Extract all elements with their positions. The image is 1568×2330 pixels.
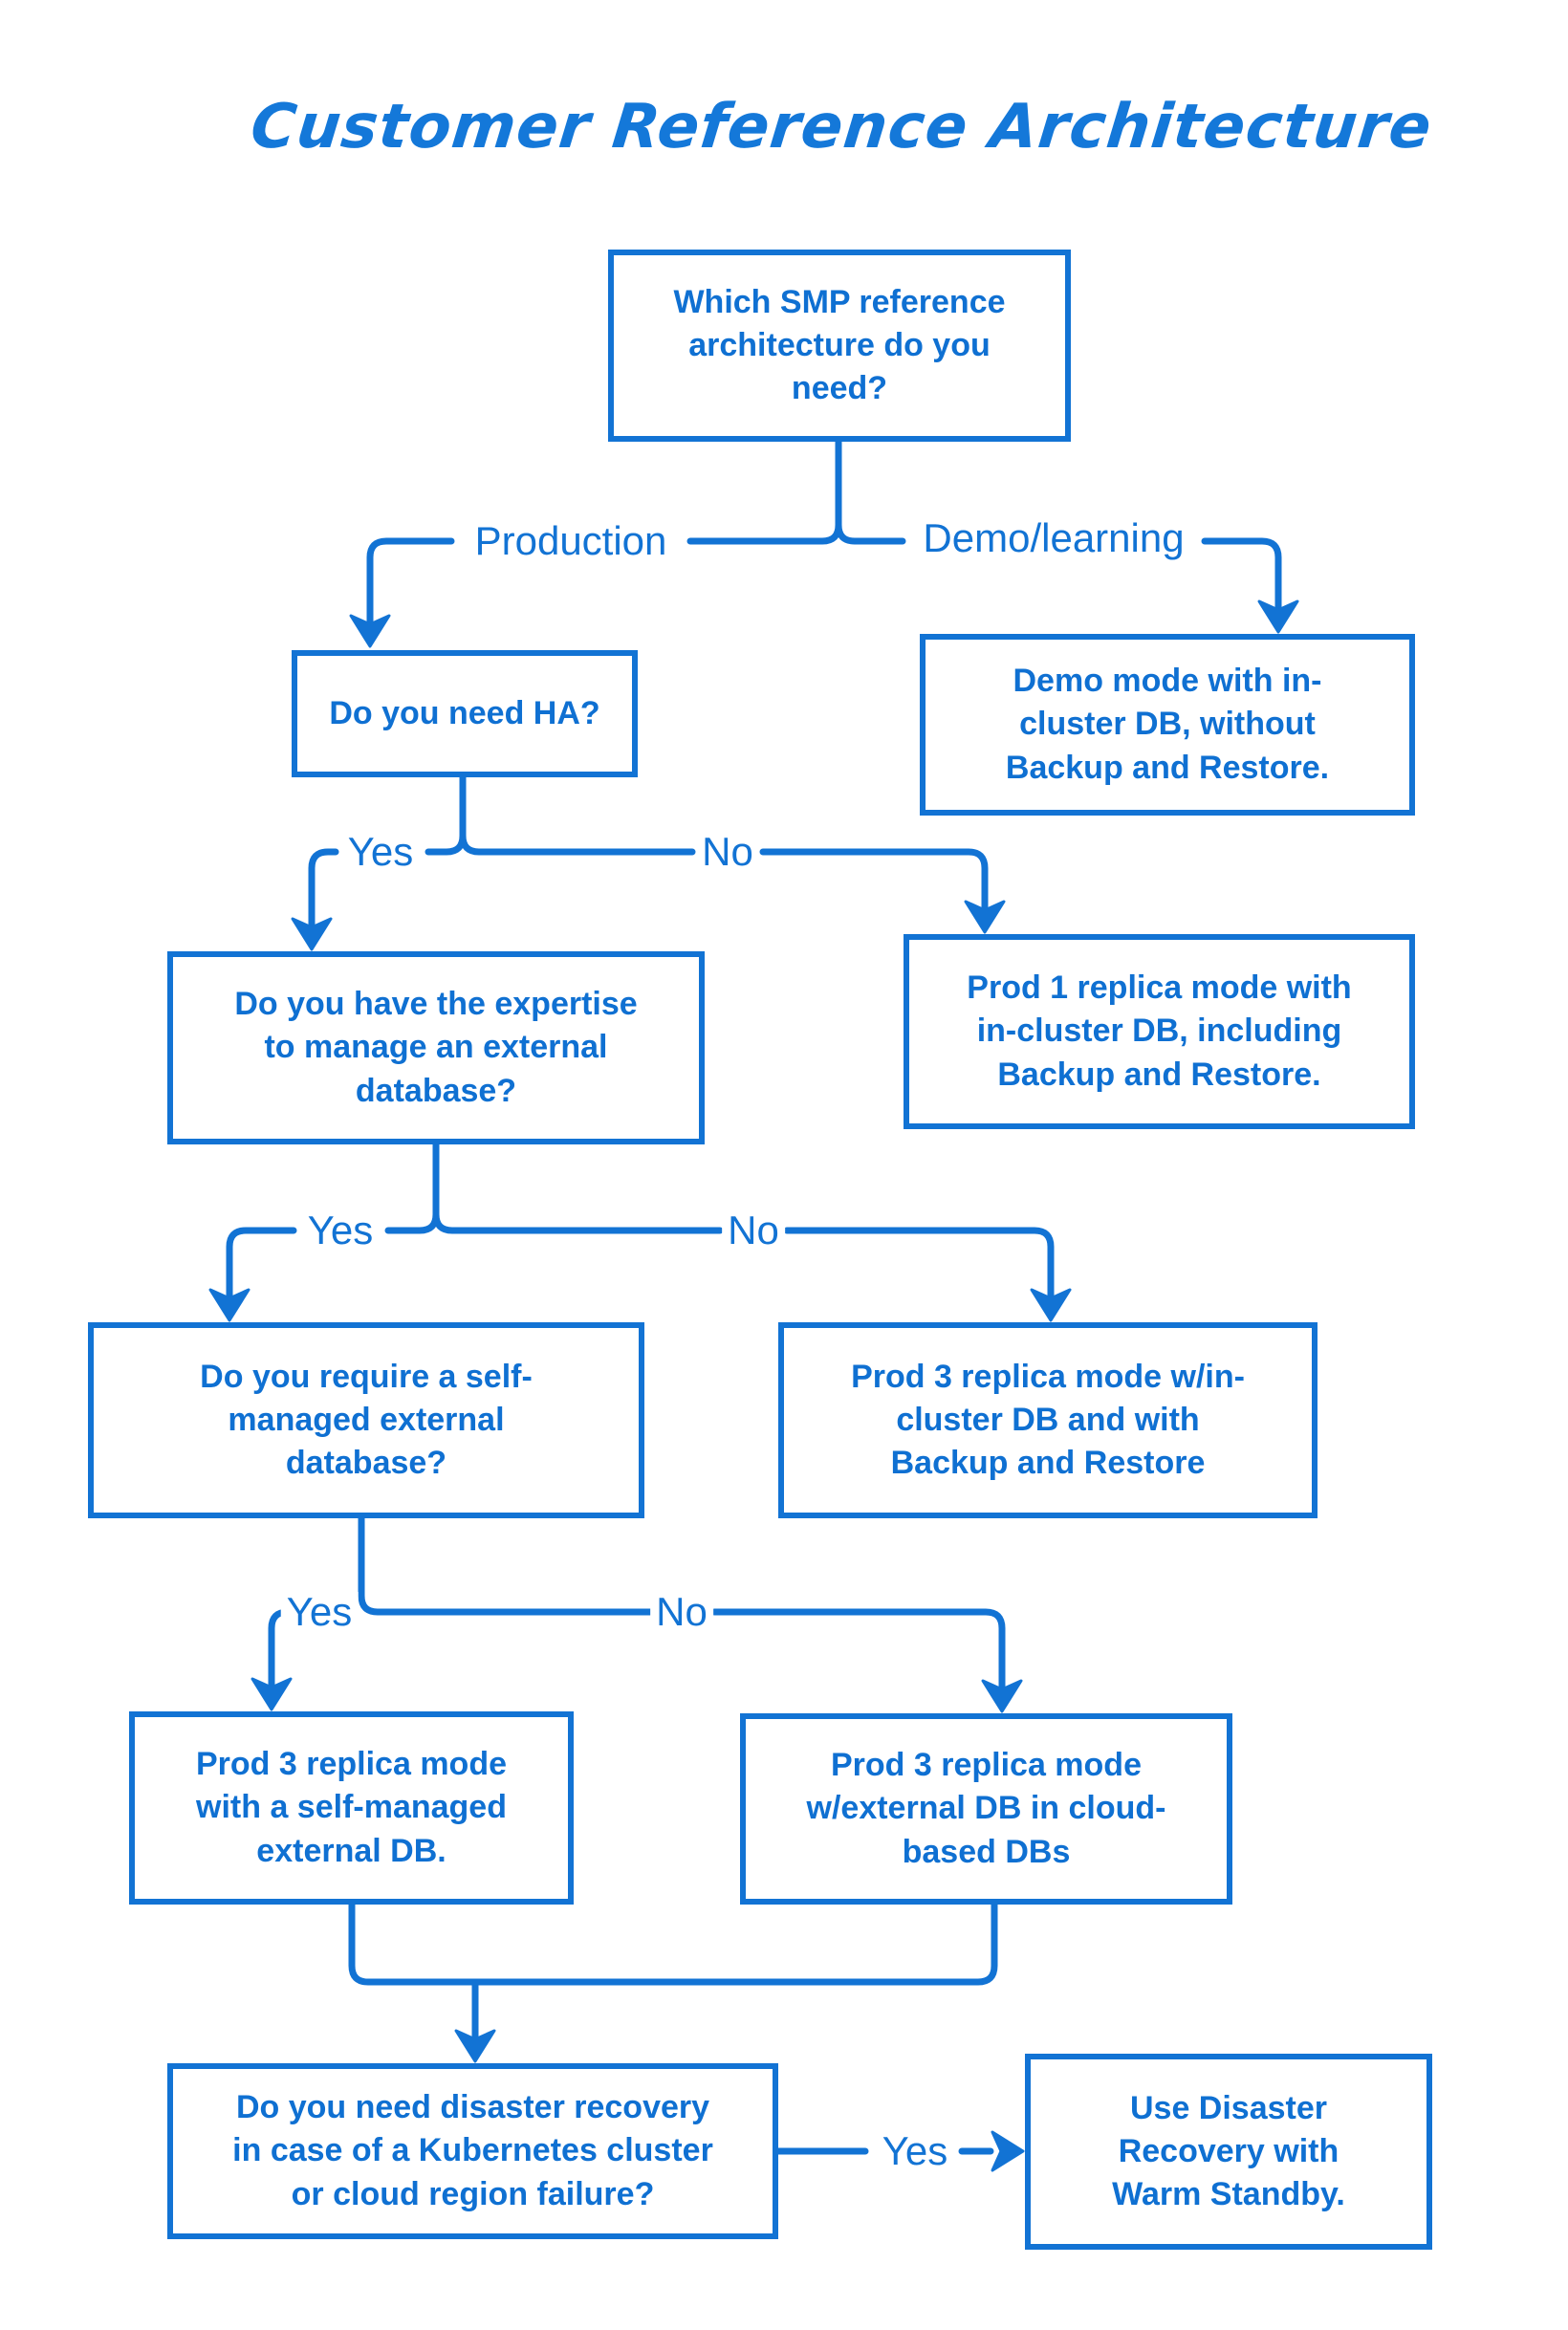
node-need-ha: Do you need HA? [292,650,638,777]
arrow-down-icon [1030,1288,1072,1322]
node-prod3-cloud: Prod 3 replica mode w/external DB in clo… [740,1713,1232,1905]
node-prod3-self-managed: Prod 3 replica mode with a self-managed … [129,1711,574,1905]
arrowheads [208,599,1299,2172]
edge-label-ha-yes: Yes [341,832,420,872]
edge-label-disaster-yes: Yes [876,2131,954,2171]
edge-label-demo-learning: Demo/learning [917,518,1190,558]
node-prod3-incluster: Prod 3 replica mode w/in- cluster DB and… [778,1322,1318,1518]
arrow-down-icon [208,1288,250,1322]
edge-label-expertise-no: No [722,1210,785,1251]
node-warm-standby: Use Disaster Recovery with Warm Standby. [1025,2054,1432,2250]
arrow-down-icon [1257,599,1299,634]
node-expertise: Do you have the expertise to manage an e… [167,951,705,1144]
arrow-down-icon [981,1679,1023,1713]
edge-label-self-managed-no: No [650,1592,713,1632]
node-self-managed-question: Do you require a self- managed external … [88,1322,644,1518]
edge-label-self-managed-yes: Yes [280,1592,359,1632]
edge-label-production: Production [468,521,673,561]
node-disaster-recovery-question: Do you need disaster recovery in case of… [167,2063,778,2239]
edge-label-expertise-yes: Yes [301,1210,380,1251]
arrow-down-icon [454,2029,496,2063]
arrow-down-icon [250,1677,293,1711]
node-demo-mode: Demo mode with in- cluster DB, without B… [920,634,1415,816]
edge-label-ha-no: No [696,832,759,872]
arrow-down-icon [349,614,391,648]
arrow-down-icon [291,917,333,951]
node-prod1-incluster: Prod 1 replica mode with in-cluster DB, … [904,934,1415,1129]
arrow-down-icon [964,900,1006,934]
node-root-question: Which SMP reference architecture do you … [608,250,1071,442]
arrow-right-icon [991,2130,1025,2172]
connector-wires [226,438,1282,2155]
